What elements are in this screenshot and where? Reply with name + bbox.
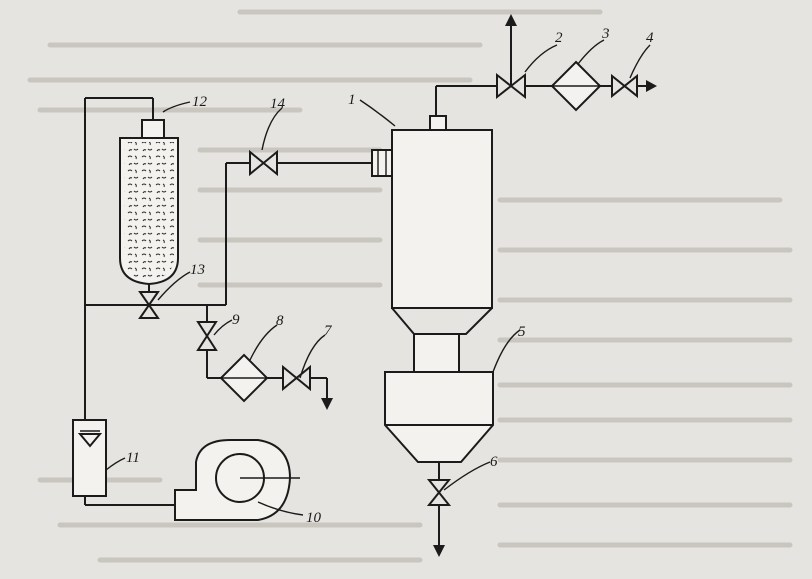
label-valve-bottom: 7	[324, 323, 333, 339]
blower	[174, 439, 300, 521]
recycle-line	[84, 97, 154, 420]
drain-line	[426, 462, 452, 557]
label-rotameter: 11	[126, 450, 140, 466]
label-valve-feed: 14	[270, 96, 286, 112]
adsorber	[119, 119, 179, 286]
label-blower: 10	[306, 510, 322, 526]
top-outlet-line	[435, 14, 657, 116]
rotameter	[72, 419, 175, 506]
adsorber-outlet	[85, 284, 226, 319]
connecting-neck	[413, 333, 460, 373]
label-valve-outlet: 4	[646, 30, 654, 46]
receiver	[384, 371, 494, 463]
label-valve-adsorber: 13	[190, 262, 205, 278]
top-nozzle	[429, 115, 447, 131]
label-filter-bottom: 8	[276, 313, 284, 329]
label-valve-drain: 6	[490, 454, 498, 470]
bypass-line	[196, 305, 333, 410]
label-column: 1	[348, 92, 356, 108]
label-adsorber: 12	[192, 94, 208, 110]
column	[391, 129, 493, 335]
side-inlet-flange	[371, 149, 393, 177]
feed-line	[225, 149, 372, 305]
label-valve-bypass: 9	[232, 312, 240, 328]
label-valve-top: 2	[555, 30, 563, 46]
leader-lines	[105, 39, 651, 516]
label-filter-top: 3	[601, 26, 610, 42]
label-receiver: 5	[518, 324, 526, 340]
background-bleed-text	[27, 9, 793, 563]
